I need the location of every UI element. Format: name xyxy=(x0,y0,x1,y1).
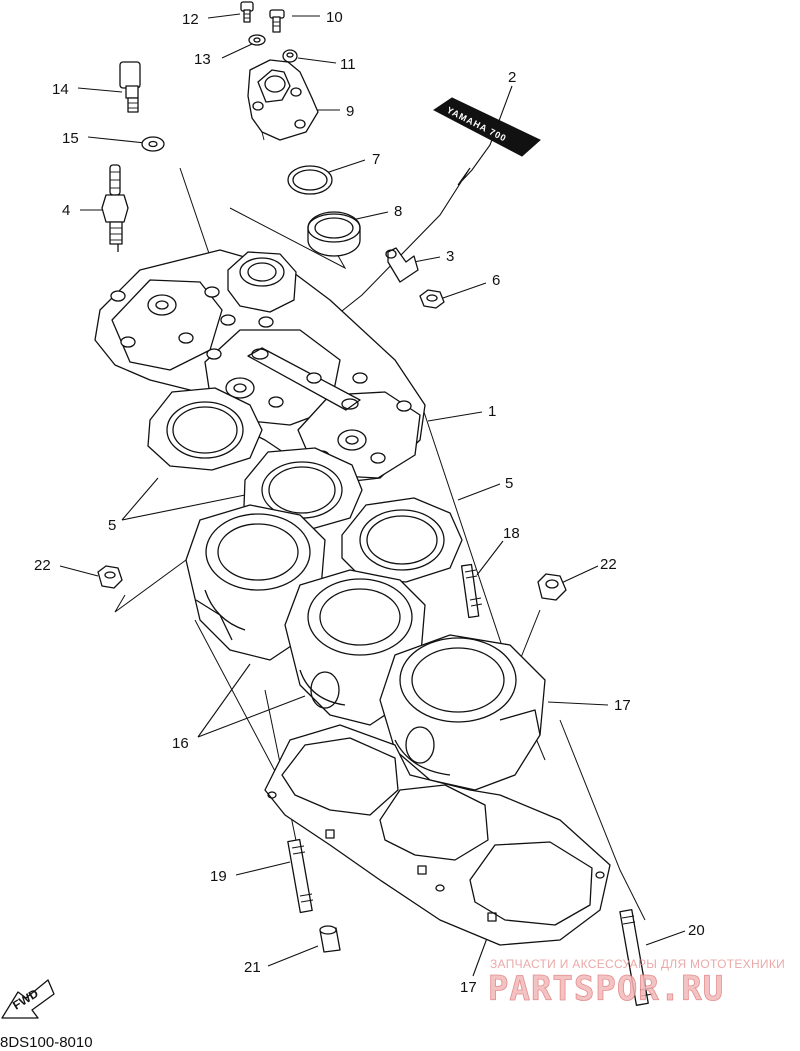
cylinder-head-1-icon xyxy=(94,249,426,483)
callout-7: 7 xyxy=(372,151,380,168)
callout-20: 20 xyxy=(688,922,705,939)
callout-17-lower: 17 xyxy=(460,979,477,996)
callout-5-right: 5 xyxy=(505,475,513,492)
yamaha-decal-2-icon: YAMAHA 700 xyxy=(433,97,541,157)
nut-22-left-icon xyxy=(97,565,123,589)
watermark-brand: PARTSPOR.RU xyxy=(488,969,724,1009)
callout-16: 16 xyxy=(172,735,189,752)
spark-plug-4-icon xyxy=(101,164,129,252)
part-code: 8DS100-8010 xyxy=(0,1034,93,1051)
callout-22-left: 22 xyxy=(34,557,51,574)
bolt-12-icon xyxy=(240,1,254,23)
dowel-21-icon xyxy=(319,925,341,953)
nut-11-icon xyxy=(282,49,298,63)
thermostat-cover-9-icon xyxy=(247,59,319,141)
callout-4: 4 xyxy=(62,202,70,219)
callout-18: 18 xyxy=(503,525,520,542)
callout-5-left: 5 xyxy=(108,517,116,534)
base-gasket-17-icon xyxy=(264,724,611,946)
callout-9: 9 xyxy=(346,103,354,120)
temp-sensor-14-icon xyxy=(119,61,141,113)
watermark: ЗАПЧАСТИ И АКСЕССУАРЫ ДЛЯ МОТОТЕХНИКИ PA… xyxy=(488,957,785,1009)
fwd-arrow-icon: FWD xyxy=(1,979,55,1019)
callout-13: 13 xyxy=(194,51,211,68)
watermark-caption: ЗАПЧАСТИ И АКСЕССУАРЫ ДЛЯ МОТОТЕХНИКИ xyxy=(490,957,785,971)
callout-8: 8 xyxy=(394,203,402,220)
stud-20-icon xyxy=(619,909,654,1006)
callout-11: 11 xyxy=(340,56,356,73)
nut-6-icon xyxy=(419,289,445,309)
callout-labels: 12 10 13 11 14 9 2 15 7 4 8 3 6 1 5 5 18… xyxy=(34,9,705,996)
callout-14: 14 xyxy=(52,81,69,98)
callout-21: 21 xyxy=(244,959,261,976)
stud-18-icon xyxy=(460,563,483,619)
callout-12: 12 xyxy=(182,11,199,28)
callout-1: 1 xyxy=(488,403,496,420)
stud-19-icon xyxy=(287,838,314,914)
callout-19: 19 xyxy=(210,868,227,885)
nut-22-right-icon xyxy=(537,573,567,601)
o-ring-7-icon xyxy=(287,165,333,195)
cylinder-16-icon xyxy=(185,504,546,791)
callout-22-right: 22 xyxy=(600,556,617,573)
callout-3: 3 xyxy=(446,248,454,265)
callout-6: 6 xyxy=(492,272,500,289)
callout-10: 10 xyxy=(326,9,343,26)
callout-15: 15 xyxy=(62,130,79,147)
thermostat-8-icon xyxy=(307,211,361,257)
washer-15-icon xyxy=(141,136,165,152)
hose-fitting-3-icon xyxy=(385,247,419,283)
callout-2: 2 xyxy=(508,69,516,86)
callout-17-upper: 17 xyxy=(614,697,631,714)
bolt-10-icon xyxy=(269,9,285,33)
washer-13-icon xyxy=(248,34,266,46)
head-gasket-5-icon xyxy=(147,387,463,583)
